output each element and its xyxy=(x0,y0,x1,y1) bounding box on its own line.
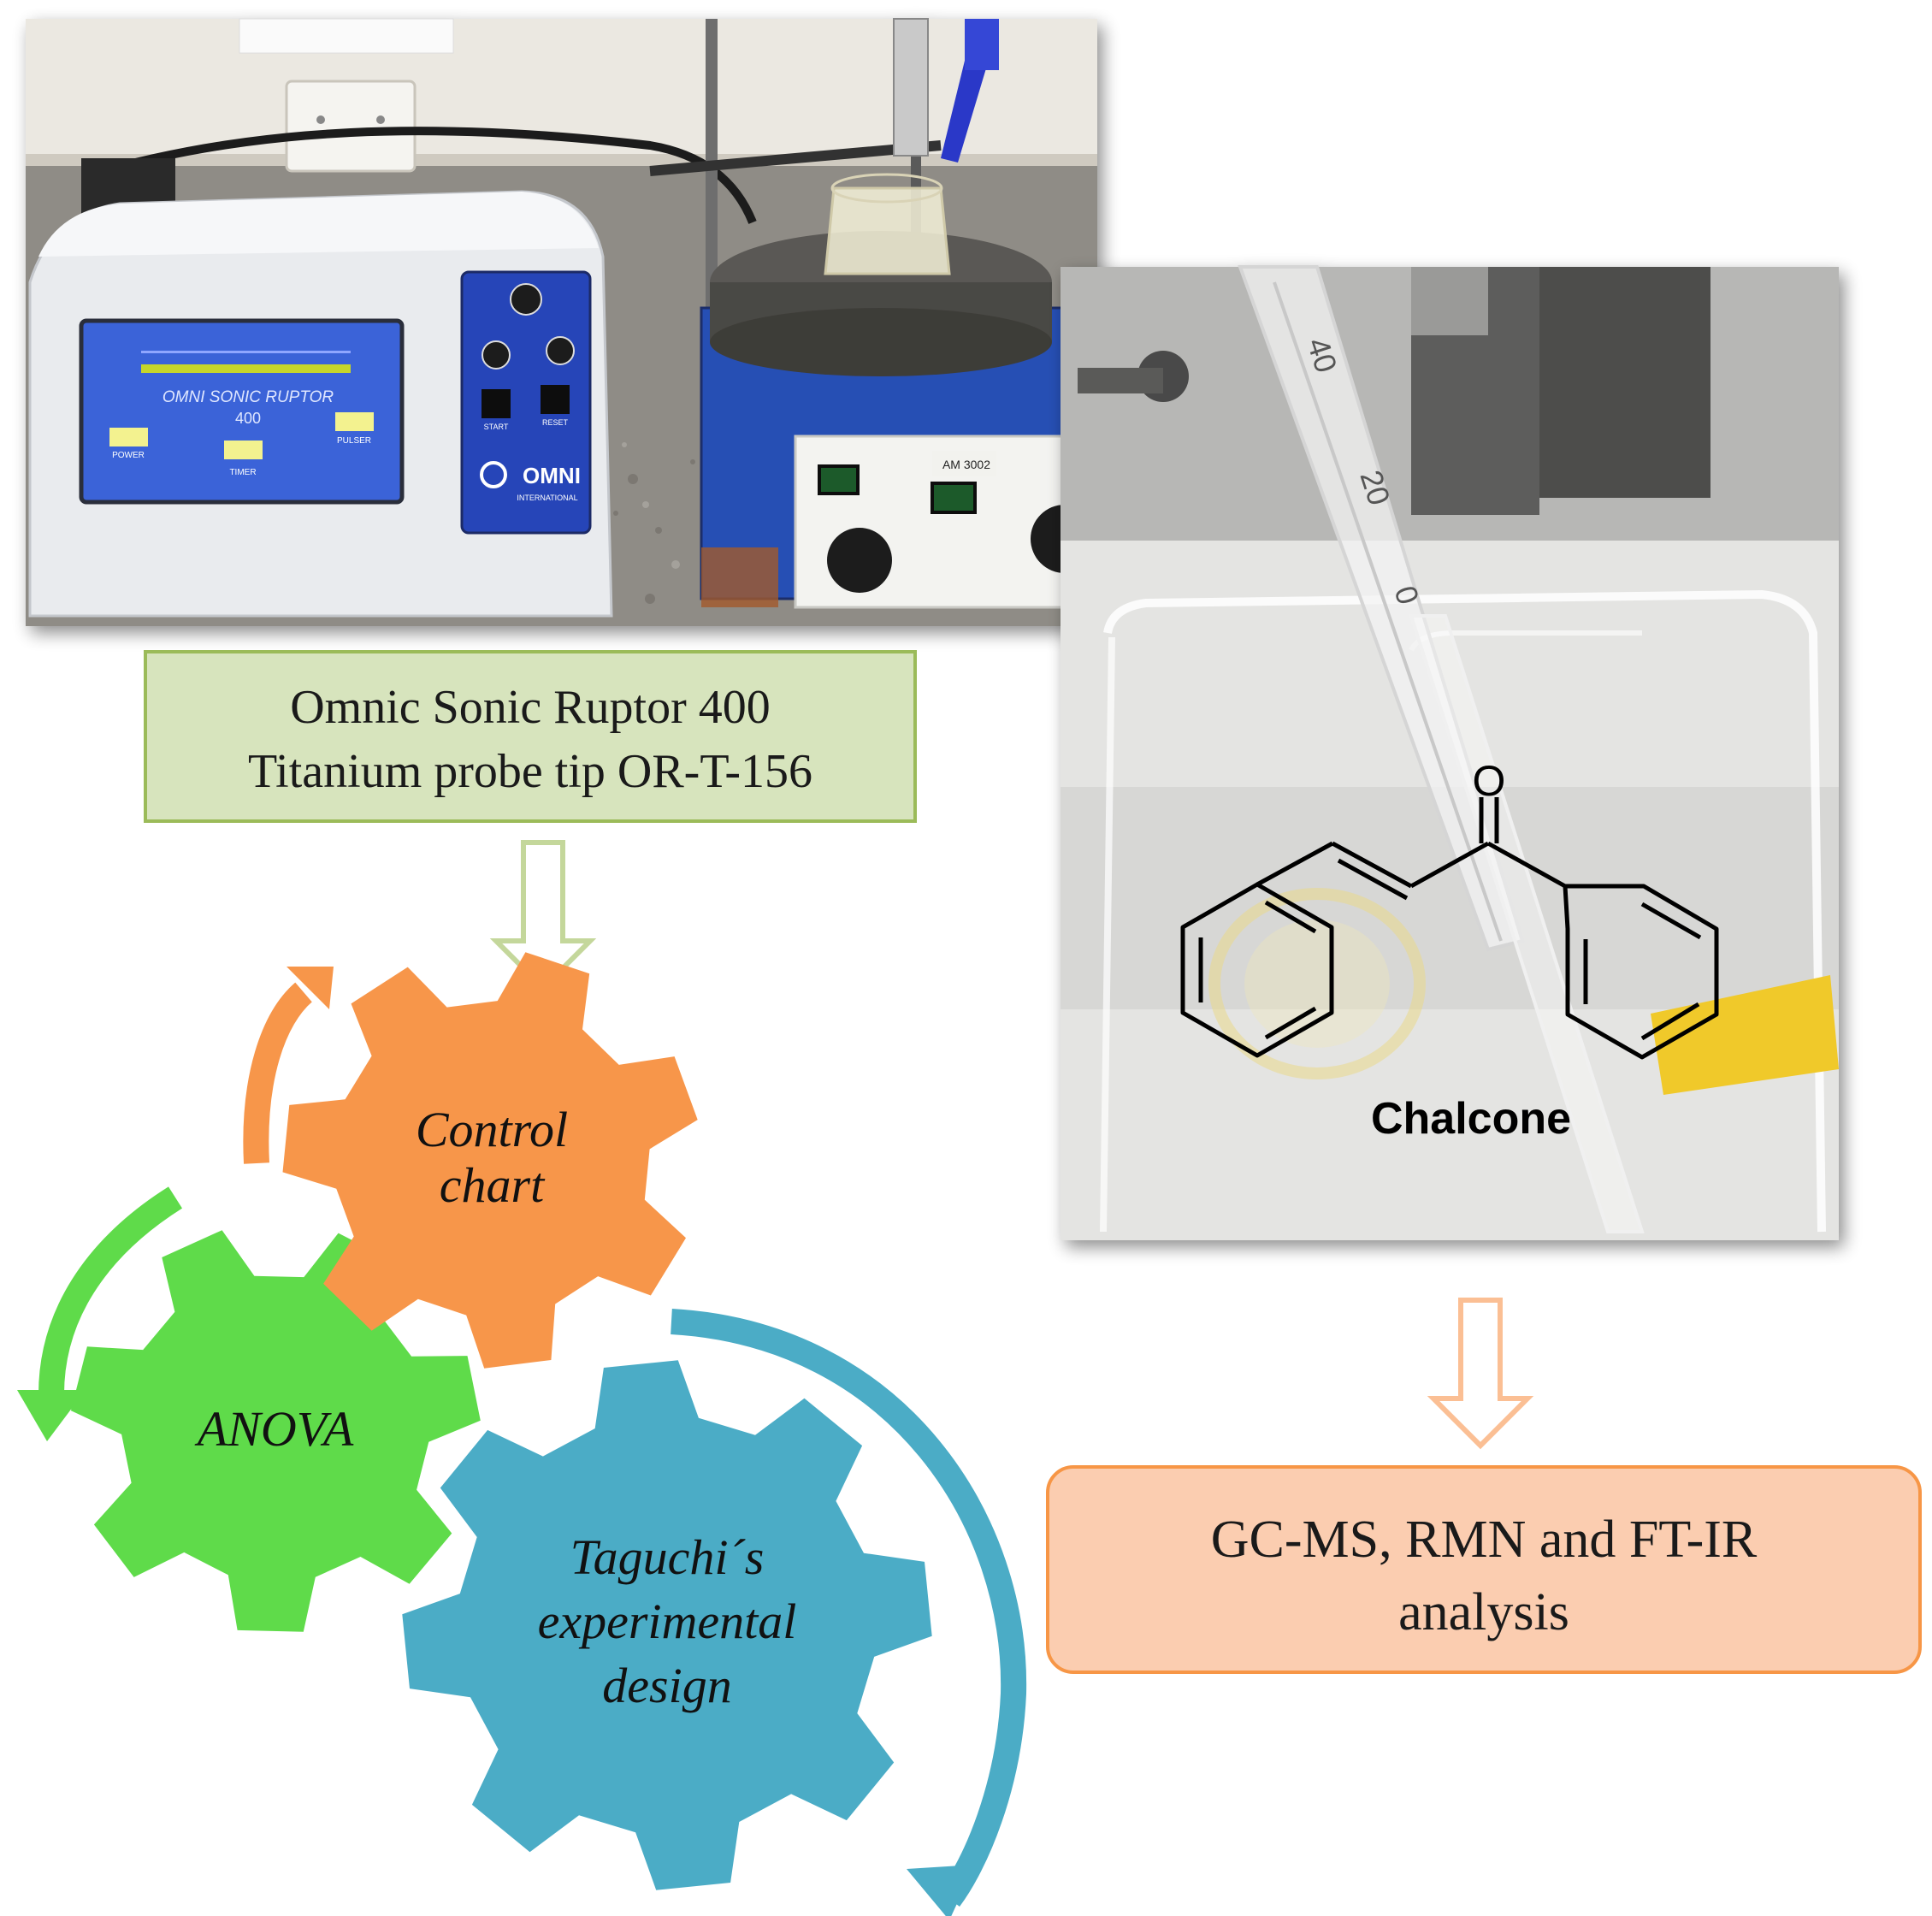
equipment-box-line2: Titanium probe tip OR-T-156 xyxy=(248,745,812,798)
blue-curved-arrow-shaft xyxy=(671,1309,1027,1907)
chain-double-bond-inner xyxy=(1337,858,1409,901)
power-button-label: POWER xyxy=(112,451,145,460)
device-brand-sub: INTERNATIONAL xyxy=(517,494,577,502)
right-benzene-ring xyxy=(1563,884,1719,1060)
right-ring-double-bond xyxy=(1640,1002,1700,1041)
orange-curved-arrow-head xyxy=(287,967,334,1009)
equipment-box xyxy=(144,650,917,823)
stirrer-model: AM 3002 xyxy=(942,458,990,471)
analysis-box-line2: analysis xyxy=(1398,1583,1569,1641)
control-chart-label-line2: chart xyxy=(440,1157,546,1213)
blue-curved-arrow-head xyxy=(907,1865,975,1916)
chain-bond xyxy=(1256,841,1334,887)
chain-bond xyxy=(1486,841,1567,889)
analysis-box-line1: GC-MS, RMN and FT-IR xyxy=(1211,1511,1758,1569)
taguchi-label-line1: Taguchi´s xyxy=(570,1529,765,1585)
left-ring-double-bond xyxy=(1264,900,1317,934)
anova-gear xyxy=(70,1230,481,1632)
device-model-number: 400 xyxy=(235,410,261,427)
device-model-line: OMNI SONIC RUPTOR xyxy=(162,388,334,406)
chalcone-label: Chalcone xyxy=(1371,1094,1571,1144)
equipment-box-line1: Omnic Sonic Ruptor 400 xyxy=(290,681,771,734)
chain-bond xyxy=(1409,841,1490,889)
equipment-photo: OMNI SONIC RUPTOR 400 POWER TIMER PULSER… xyxy=(26,18,1099,626)
chain-double-bond xyxy=(1331,841,1413,889)
control-chart-gear xyxy=(282,952,698,1369)
taguchi-label-line2: experimental xyxy=(538,1594,797,1649)
carbonyl-oxygen-label: O xyxy=(1473,757,1506,805)
green-curved-arrow-head xyxy=(17,1390,86,1441)
orange-curved-arrow-shaft xyxy=(243,982,313,1164)
down-arrow-orange xyxy=(1427,1298,1534,1450)
analysis-box xyxy=(1046,1465,1922,1674)
down-arrow-green xyxy=(489,840,597,992)
control-chart-label-line1: Control xyxy=(416,1102,568,1157)
left-ring-double-bond xyxy=(1264,1006,1317,1040)
taguchi-gear xyxy=(402,1360,932,1890)
beaker-photo: 40 20 0 xyxy=(1061,265,1839,1240)
left-benzene-ring xyxy=(1180,882,1334,1058)
device-brand: OMNI xyxy=(523,463,581,488)
chalcone-structure xyxy=(1180,797,1719,1060)
start-button-label: START xyxy=(484,423,509,431)
taguchi-label-line3: design xyxy=(602,1658,731,1713)
reset-button-label: RESET xyxy=(542,418,569,427)
right-ring-double-bond xyxy=(1640,902,1702,940)
timer-button-label: TIMER xyxy=(229,468,256,477)
anova-label: ANOVA xyxy=(194,1401,354,1457)
pulser-button-label: PULSER xyxy=(337,436,371,446)
green-curved-arrow-shaft xyxy=(38,1186,183,1395)
